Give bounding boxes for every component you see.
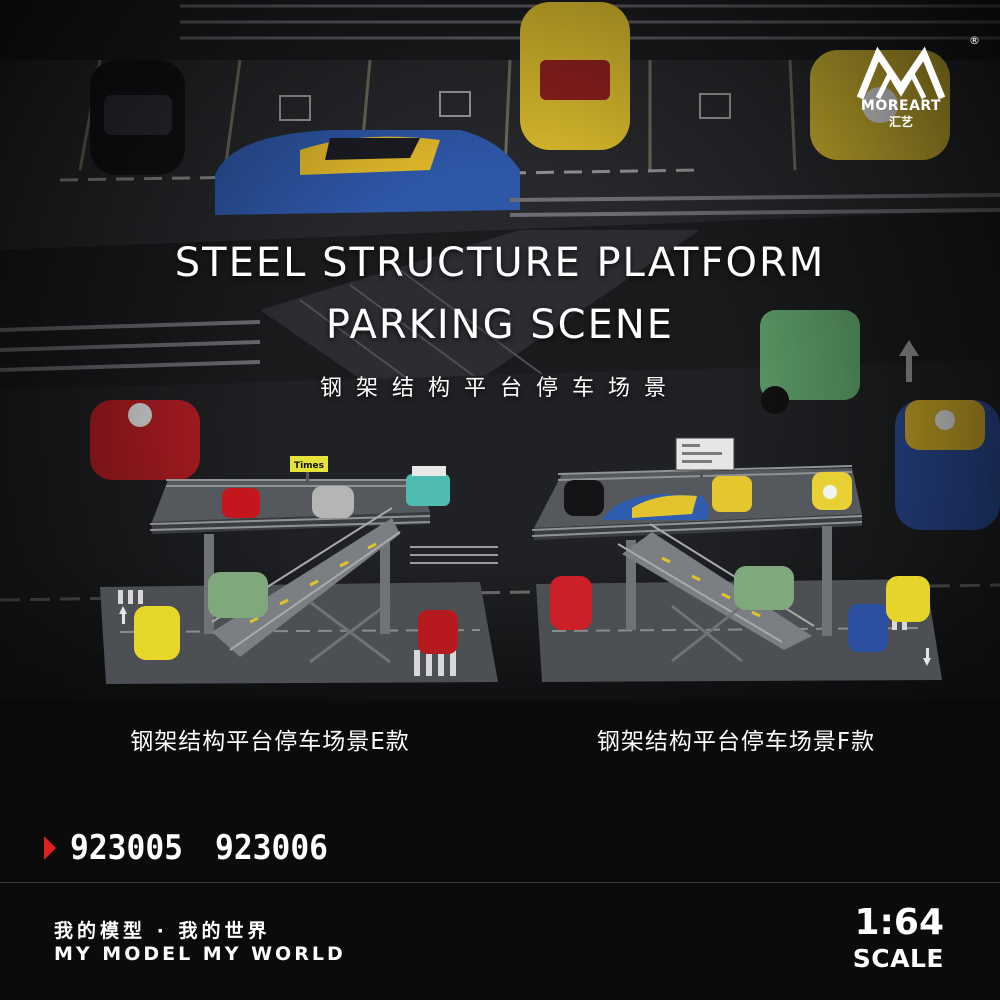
- red-arrow-icon: [44, 836, 56, 860]
- caption-product-f: 钢架结构平台停车场景F款: [596, 729, 876, 755]
- scale-value: 1:64: [854, 902, 944, 943]
- hero-title-line1: STEEL STRUCTURE PLATFORM: [174, 240, 826, 286]
- scale-label: SCALE: [852, 944, 944, 973]
- item-code: 923006: [214, 828, 328, 868]
- bg-car-blue: [215, 130, 520, 215]
- times-sign-text: Times: [294, 461, 324, 471]
- hero-title-cn: 钢架结构平台停车场景: [319, 376, 680, 401]
- bg-car-yellow-top: [520, 2, 630, 150]
- product-image-f: [522, 436, 942, 686]
- item-codes: 923005 923006: [44, 828, 360, 868]
- product-image-e: Times: [100, 452, 500, 692]
- item-code: 923005: [70, 828, 184, 868]
- registered-mark: ®: [969, 34, 980, 47]
- brand-name: MOREART: [860, 98, 942, 114]
- brand-name-cn: 汇艺: [888, 115, 913, 129]
- bg-car-black: [90, 60, 185, 175]
- slogan-en: MY MODEL MY WORLD: [54, 943, 346, 965]
- caption-product-e: 钢架结构平台停车场景E款: [130, 729, 410, 755]
- hero-title-line2: PARKING SCENE: [325, 302, 675, 348]
- brand-logo: MOREART 汇艺: [842, 44, 960, 130]
- mountain-logo-icon: [856, 46, 946, 100]
- footer-divider: [0, 882, 1000, 883]
- slogan-cn: 我的模型 · 我的世界: [54, 920, 271, 942]
